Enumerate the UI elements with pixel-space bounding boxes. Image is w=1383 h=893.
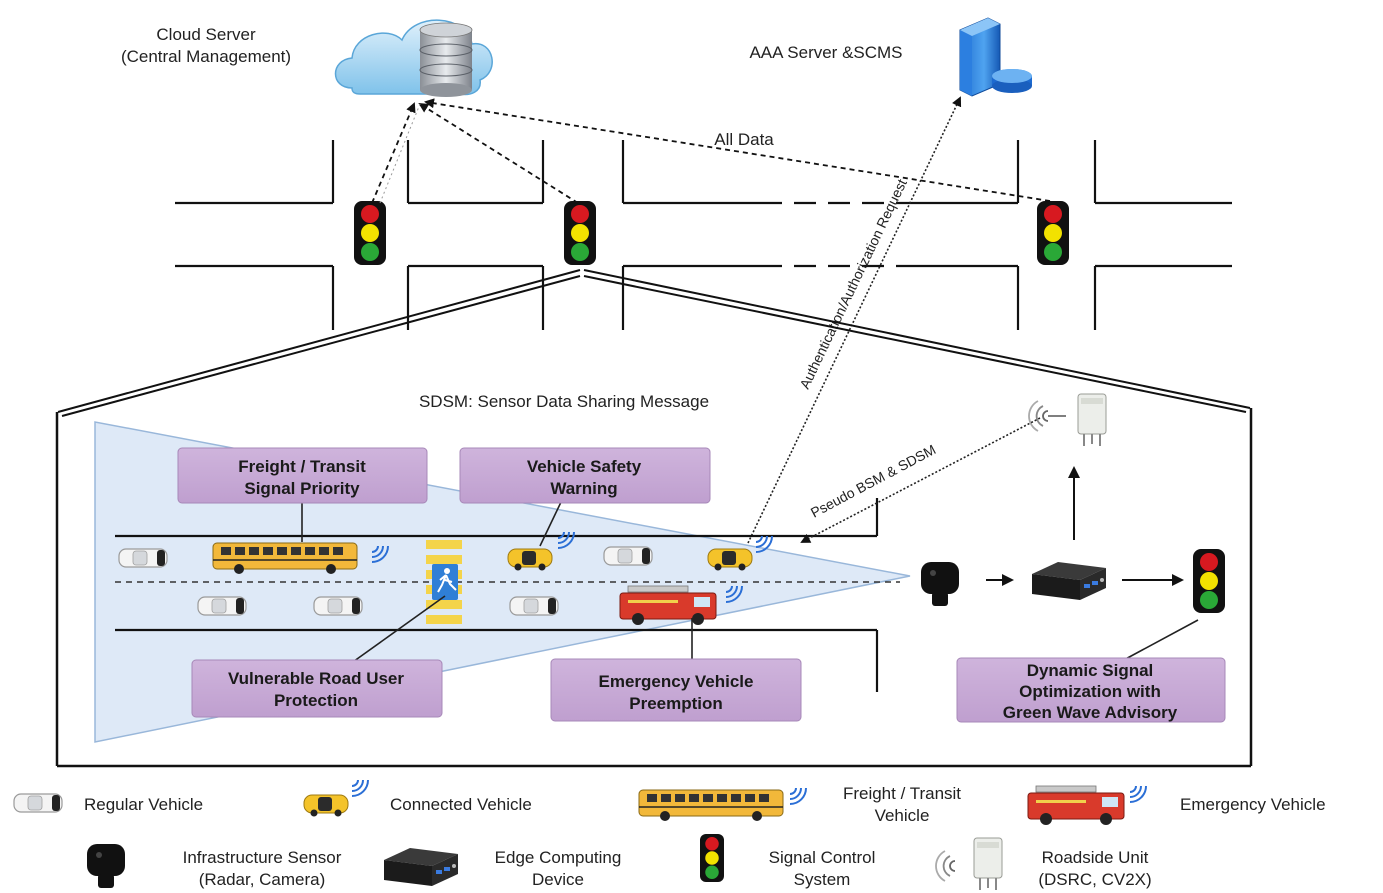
cloud-server-subtitle: (Central Management)	[121, 47, 291, 66]
edge-device-icon	[384, 848, 458, 886]
wifi-signal-icon	[351, 779, 369, 797]
roadside-unit-icon	[1077, 393, 1107, 447]
traffic-light-icon	[1193, 549, 1225, 613]
auth-request-line	[747, 96, 962, 544]
wifi-signal-icon	[1129, 785, 1147, 803]
wifi-signal-icon	[789, 787, 807, 805]
svg-text:Preemption: Preemption	[629, 694, 723, 713]
legend-freight-line1: Freight / Transit	[843, 784, 961, 803]
traffic-light-icon	[700, 834, 724, 882]
sensor-icon	[87, 844, 125, 888]
vru-protection-box: Vulnerable Road User Protection	[191, 659, 443, 718]
car-icon	[197, 596, 247, 616]
bus-icon	[212, 542, 358, 575]
legend-connected-vehicle: Connected Vehicle	[390, 795, 532, 814]
car-icon	[118, 548, 168, 568]
svg-text:Green Wave Advisory: Green Wave Advisory	[1003, 703, 1178, 722]
car-icon	[313, 596, 363, 616]
car-icon	[707, 548, 753, 571]
legend-signal-line2: System	[794, 870, 851, 889]
traffic-light-icon	[564, 201, 596, 265]
aaa-server-label: AAA Server &SCMS	[749, 43, 902, 62]
legend-regular-vehicle: Regular Vehicle	[84, 795, 203, 814]
auth-request-label: Authentication/Authorization Request	[796, 176, 910, 391]
car-icon	[507, 548, 553, 571]
sensor-icon	[921, 562, 959, 606]
freight-priority-box: Freight / Transit Signal Priority	[177, 447, 428, 504]
cloud-database-icon	[334, 19, 493, 97]
zoom-road	[115, 498, 879, 692]
server-icon	[959, 17, 1032, 97]
legend-rsu-line2: (DSRC, CV2X)	[1038, 870, 1151, 889]
legend-sensor-line1: Infrastructure Sensor	[183, 848, 342, 867]
svg-text:Optimization with: Optimization with	[1019, 682, 1161, 701]
car-icon	[303, 794, 349, 817]
road-network	[175, 140, 1232, 330]
car-icon	[603, 546, 653, 566]
wifi-signal-icon	[1028, 400, 1049, 432]
edge-device-icon	[1032, 562, 1106, 600]
wifi-signal-icon	[935, 850, 956, 882]
legend-freight-line2: Vehicle	[875, 806, 930, 825]
legend-sensor-line2: (Radar, Camera)	[199, 870, 326, 889]
data-flow-arrows	[371, 98, 1051, 204]
svg-text:Warning: Warning	[550, 479, 617, 498]
sdsm-label: SDSM: Sensor Data Sharing Message	[419, 392, 709, 411]
svg-text:Vulnerable Road User: Vulnerable Road User	[228, 669, 404, 688]
zoom-outline	[57, 269, 1251, 417]
legend-emergency-vehicle: Emergency Vehicle	[1180, 795, 1326, 814]
pseudo-bsm-line	[800, 417, 1041, 543]
car-icon	[13, 793, 63, 813]
cloud-server-title: Cloud Server	[156, 25, 256, 44]
zoom-panel	[55, 408, 1253, 768]
legend-edge-line1: Edge Computing	[495, 848, 622, 867]
svg-text:Dynamic Signal: Dynamic Signal	[1027, 661, 1154, 680]
car-icon	[509, 596, 559, 616]
svg-text:Emergency Vehicle: Emergency Vehicle	[599, 672, 754, 691]
legend-signal-line1: Signal Control	[769, 848, 876, 867]
svg-text:Freight / Transit: Freight / Transit	[238, 457, 366, 476]
svg-text:Vehicle Safety: Vehicle Safety	[527, 457, 642, 476]
svg-text:Signal Priority: Signal Priority	[244, 479, 360, 498]
legend-rsu-line1: Roadside Unit	[1042, 848, 1149, 867]
legend: Regular Vehicle Connected Vehicle Freigh…	[13, 779, 1326, 891]
pedestrian-icon	[432, 564, 458, 600]
legend-edge-line2: Device	[532, 870, 584, 889]
roadside-unit-icon	[973, 837, 1003, 891]
safety-warning-box: Vehicle Safety Warning	[459, 447, 711, 504]
all-data-label: All Data	[714, 130, 774, 149]
traffic-light-icon	[1037, 201, 1069, 265]
traffic-light-icon	[354, 201, 386, 265]
signal-optimization-box: Dynamic Signal Optimization with Green W…	[956, 657, 1226, 723]
emergency-preemption-box: Emergency Vehicle Preemption	[550, 658, 802, 722]
firetruck-icon	[1027, 785, 1125, 826]
bus-icon	[638, 789, 784, 822]
svg-text:Protection: Protection	[274, 691, 358, 710]
